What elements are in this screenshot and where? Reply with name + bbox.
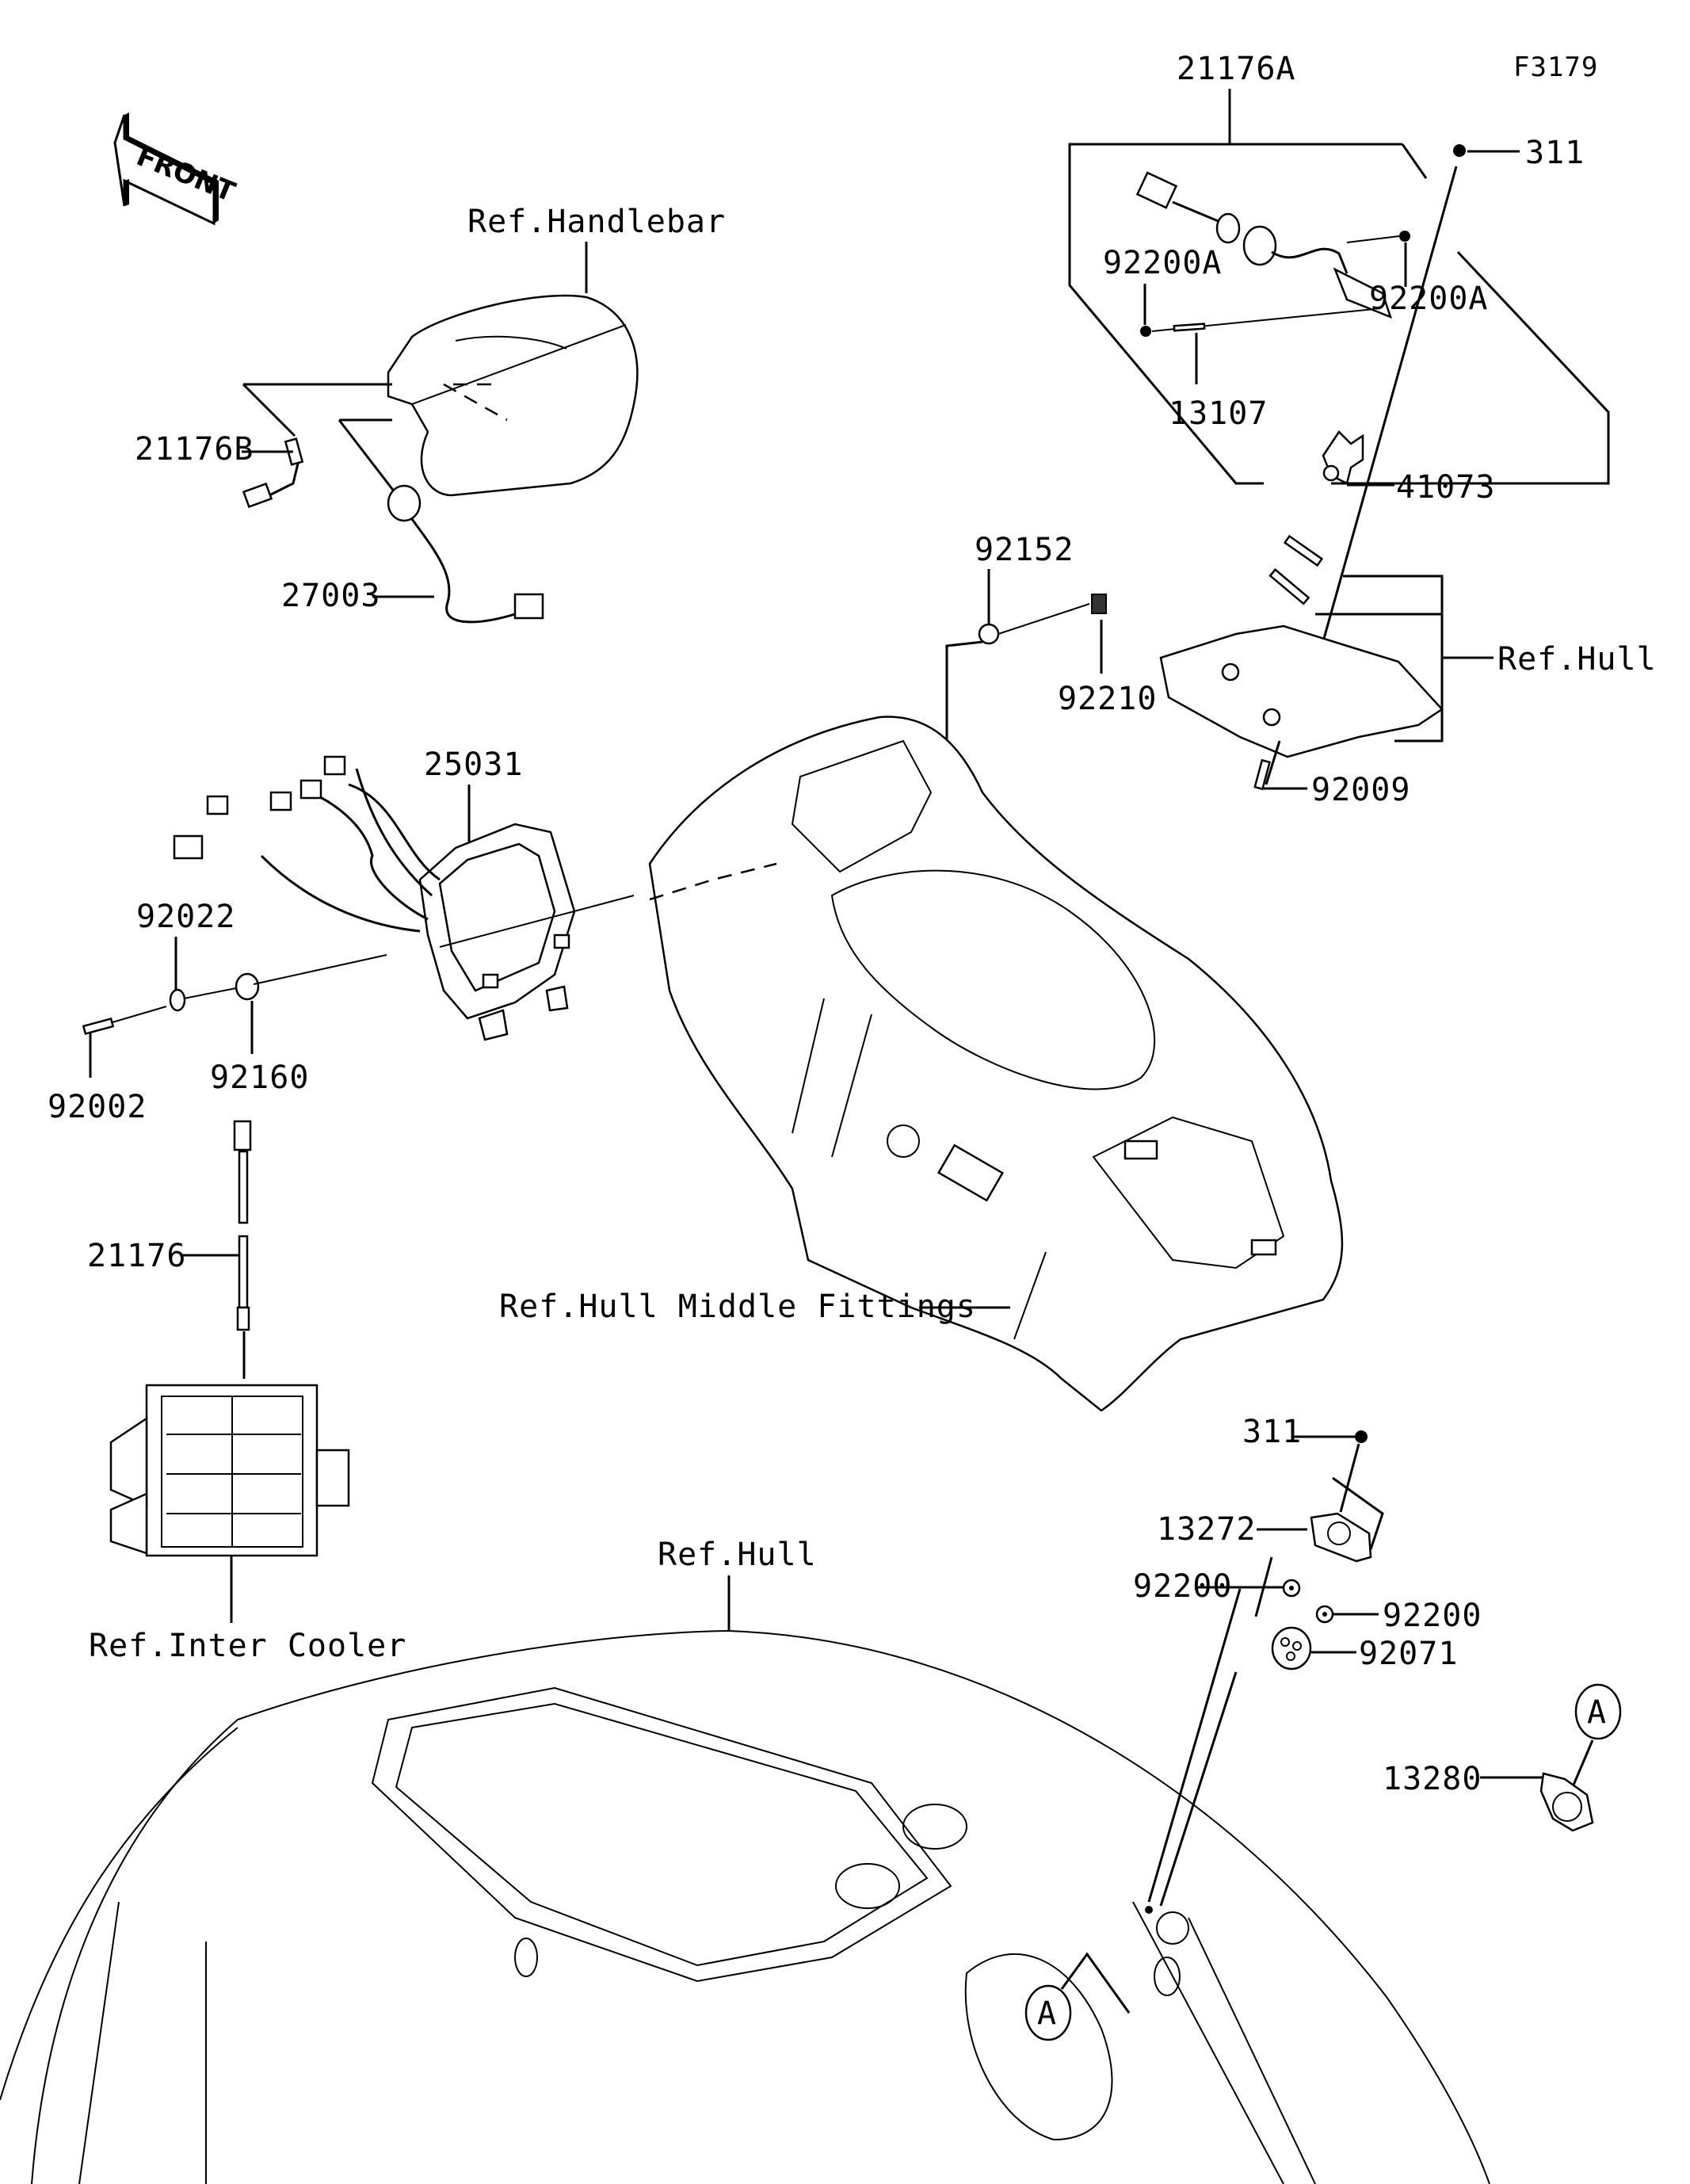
callout-92200A-left: 92200A [1103, 245, 1223, 281]
callout-13107: 13107 [1169, 395, 1268, 432]
callout-21176A: 21176A [1177, 51, 1296, 144]
callout-92160: 92160 [210, 1060, 309, 1096]
svg-text:A: A [1037, 1995, 1057, 2032]
buzzer-27003-icon [387, 484, 544, 624]
hull-middle-fittings [648, 716, 1344, 1412]
callout-21176B: 21176B [135, 431, 254, 468]
sensor-21176B-icon [242, 437, 304, 509]
callout-92022: 92022 [136, 899, 235, 935]
washer-92022-icon [169, 988, 186, 1012]
callout-92009: 92009 [1311, 772, 1410, 808]
hull-deck [0, 1629, 1490, 2184]
marker-a-upper [1574, 1683, 1622, 1740]
kit-outline-right [1331, 250, 1610, 485]
plate-13272-icon [1310, 1512, 1372, 1563]
bolt-92002-icon [82, 1017, 115, 1036]
callout-ref-hull-lower: Ref.Hull [658, 1537, 817, 1573]
callout-92210: 92210 [1058, 681, 1157, 717]
grommet-92152-icon [978, 623, 1000, 645]
callout-27003: 27003 [281, 578, 380, 614]
callout-ref-inter-cooler: Ref.Inter Cooler [89, 1628, 406, 1664]
callout-92200-right: 92200 [1383, 1598, 1482, 1634]
handlebar-cover [387, 294, 639, 497]
callout-ref-hull-upper: Ref.Hull [1497, 641, 1657, 678]
gasket-13280-icon [1539, 1772, 1594, 1832]
callout-92152: 92152 [975, 532, 1074, 568]
callout-25031: 25031 [424, 746, 523, 783]
meter-25031 [418, 823, 576, 1041]
callout-311-top: 311 [1525, 135, 1585, 171]
callout-311-bottom: 311 [1242, 1414, 1302, 1450]
front-arrow-icon: FRONT [113, 113, 240, 226]
clip-92210-icon [1091, 594, 1107, 614]
callout-13280: 13280 [1383, 1761, 1482, 1797]
hull-bracket-part [1159, 534, 1444, 758]
washer-92200A-right-icon [1399, 231, 1410, 242]
callout-92002: 92002 [48, 1089, 147, 1125]
clip-41073-icon [1322, 430, 1364, 485]
callout-ref-hull-middle-fittings: Ref.Hull Middle Fittings [499, 1289, 976, 1325]
callout-21176: 21176 [87, 1238, 186, 1274]
sensor-assembly-21176A [1135, 171, 1393, 319]
svg-text:A: A [1587, 1694, 1607, 1731]
meter-harness [173, 755, 441, 933]
callout-13272: 13272 [1157, 1511, 1256, 1548]
nut-311-top-icon [1453, 144, 1466, 157]
inter-cooler [109, 1384, 350, 1557]
callout-ref-handlebar: Ref.Handlebar [467, 204, 726, 240]
nut-92160-icon [235, 972, 260, 1001]
marker-a-lower [1024, 1984, 1072, 2041]
kit-outline [1068, 143, 1402, 485]
pin-13107-icon [1173, 323, 1206, 332]
svg-text:21176A: 21176A [1177, 51, 1296, 87]
nut-311-bottom-icon [1355, 1430, 1368, 1443]
sensor-21176-icon [233, 1120, 252, 1331]
screw-92009-icon [1253, 758, 1272, 791]
callout-92071: 92071 [1359, 1636, 1458, 1672]
grommet-92071-icon [1271, 1626, 1312, 1670]
callout-92200A-right: 92200A [1369, 281, 1489, 317]
washer-92200A-left-icon [1140, 326, 1151, 337]
figure-id: F3179 [1513, 52, 1598, 83]
callout-41073: 41073 [1396, 469, 1495, 506]
